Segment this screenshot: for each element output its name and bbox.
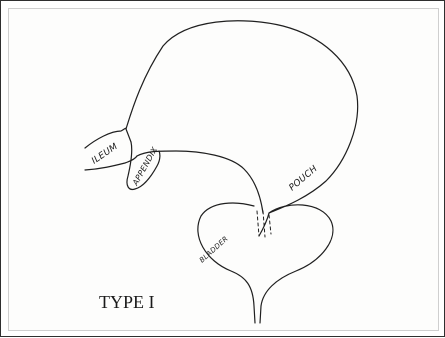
label-ileum: ILEUM	[90, 142, 120, 167]
label-appendix: APPENDIX	[130, 145, 159, 188]
bladder-right-outline	[260, 205, 333, 323]
bladder-outline	[198, 203, 255, 323]
insertion-dash-left	[257, 211, 259, 236]
label-pouch: POUCH	[288, 164, 320, 193]
diagram-title: TYPE I	[99, 292, 155, 312]
insertion-dash-right	[269, 215, 271, 234]
